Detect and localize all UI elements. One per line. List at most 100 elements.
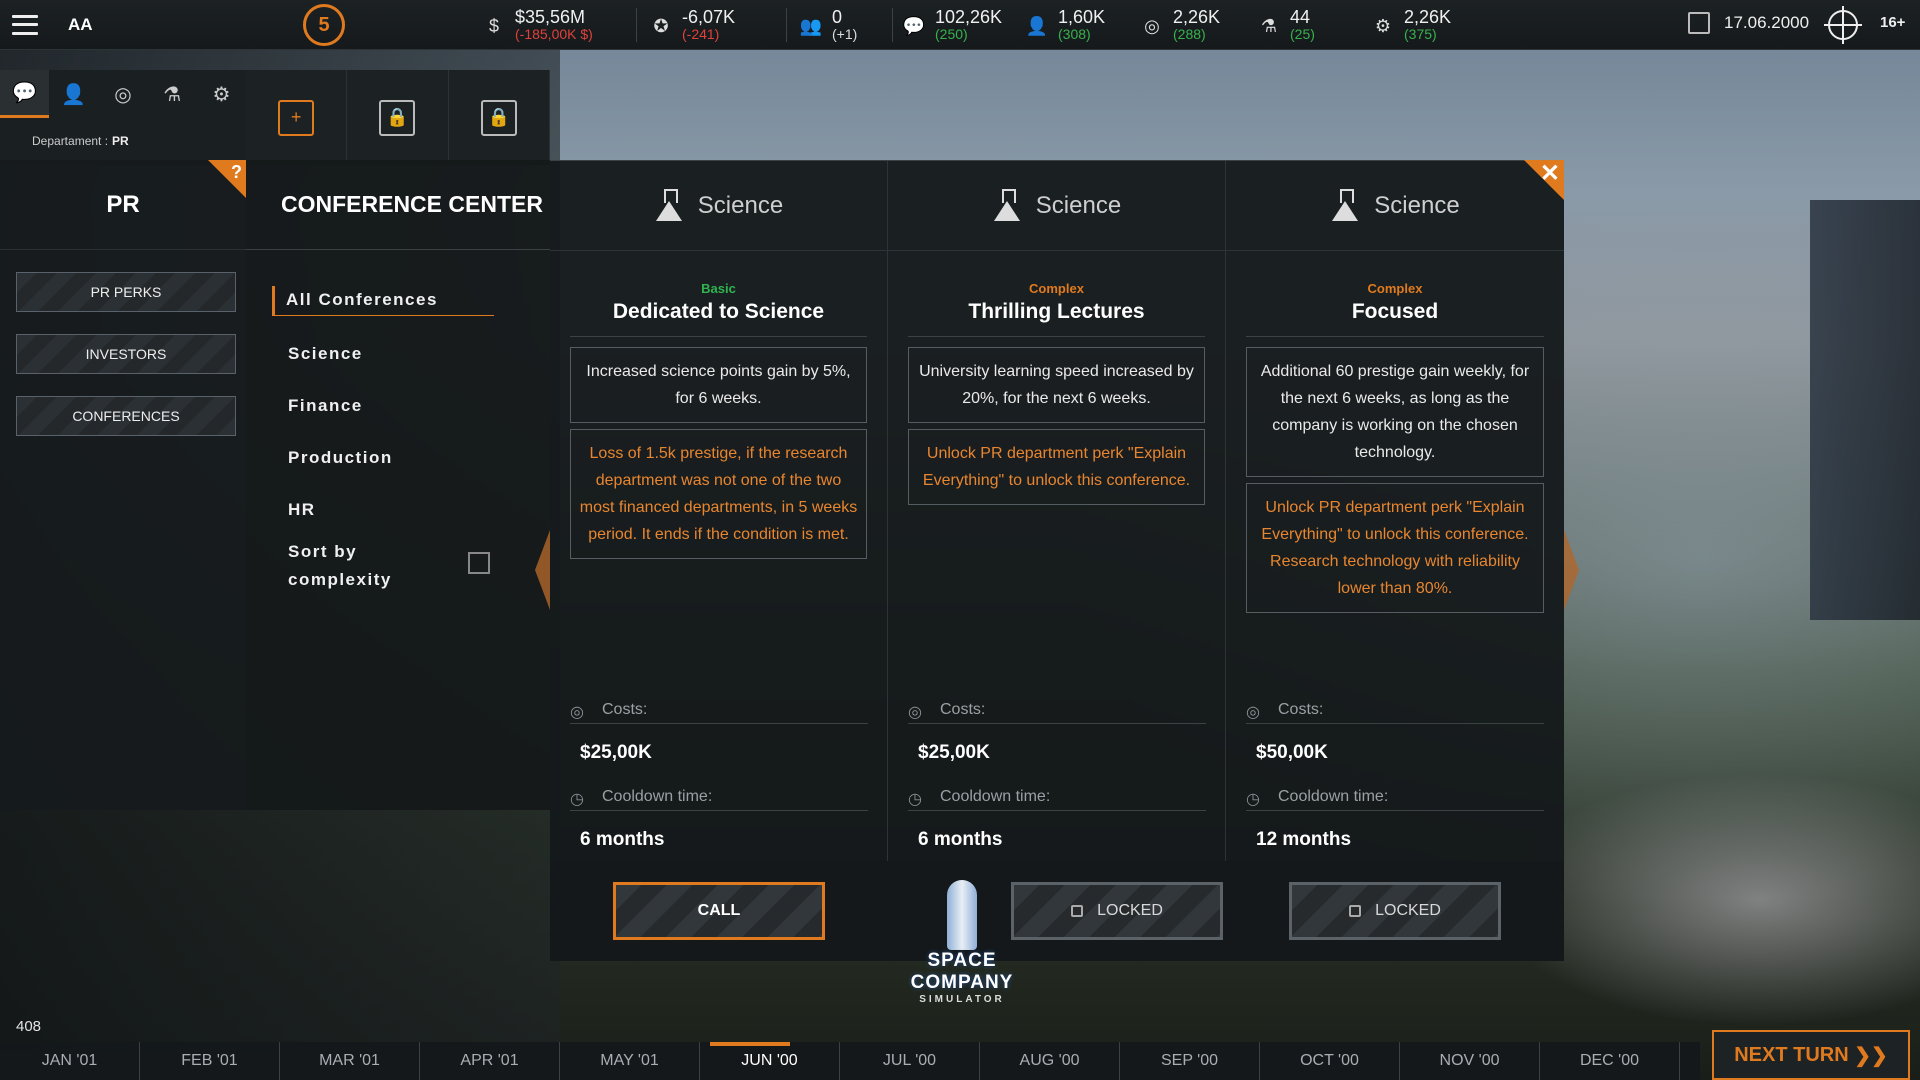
next-turn-button[interactable]: NEXT TURN ❯❯	[1712, 1030, 1910, 1080]
workers-icon: 👥	[799, 15, 823, 36]
nav-science[interactable]: Science	[288, 344, 363, 363]
prestige-icon: ✪	[653, 15, 669, 36]
stat-production[interactable]: ⚙ 2,26K(375)	[1372, 6, 1451, 46]
month-item[interactable]: OCT '00	[1260, 1042, 1400, 1080]
card-title: Thrilling Lectures	[908, 300, 1205, 337]
card-category: Science	[1374, 191, 1460, 219]
lock-icon	[1349, 905, 1362, 917]
production-department-icon[interactable]: ⚙	[212, 83, 231, 106]
separator	[892, 8, 893, 42]
finance-icon: ◎	[1144, 15, 1160, 36]
card-title: Focused	[1246, 300, 1544, 337]
stat-finance[interactable]: ◎ 2,26K(288)	[1141, 6, 1220, 46]
locked-button[interactable]: LOCKED	[1289, 882, 1501, 940]
card-benefit: University learning speed increased by 2…	[908, 347, 1205, 423]
nav-all-conferences[interactable]: All Conferences	[272, 286, 494, 316]
stat-delta: (-241)	[682, 26, 720, 42]
logo-subtitle: SIMULATOR	[919, 994, 1005, 1005]
cooldown-value: 6 months	[918, 829, 1003, 850]
flask-icon	[992, 188, 1022, 223]
card-requirement: Loss of 1.5k prestige, if the research d…	[570, 429, 867, 559]
month-item[interactable]: SEP '00	[1120, 1042, 1260, 1080]
tab-conference[interactable]: +	[246, 70, 348, 165]
month-item[interactable]: FEB '01	[140, 1042, 280, 1080]
month-timeline: JAN '01 FEB '01 MAR '01 APR '01 MAY '01 …	[0, 1042, 1700, 1080]
stat-money[interactable]: $ $35,56M(-185,00K $)	[483, 6, 593, 46]
nav-production[interactable]: Production	[288, 448, 393, 467]
game-speed[interactable]: 16+	[1880, 14, 1906, 31]
hr-department-icon[interactable]: 👤	[61, 83, 87, 106]
cooldown-value: 6 months	[580, 829, 665, 850]
target-icon[interactable]	[1824, 6, 1862, 44]
conference-nav: CONFERENCE CENTER All Conferences Scienc…	[246, 160, 550, 810]
stat-value: 0	[832, 7, 843, 27]
conference-center-title: CONFERENCE CENTER	[246, 160, 550, 250]
stat-value: 44	[1290, 7, 1311, 27]
sub-tabs: + 🔒 🔒	[246, 70, 550, 165]
menu-icon[interactable]	[12, 12, 38, 38]
stat-prestige[interactable]: ✪ -6,07K(-241)	[650, 6, 735, 46]
coin-icon: ◎	[908, 704, 922, 721]
locked-button[interactable]: LOCKED	[1011, 882, 1223, 940]
help-icon[interactable]: ?	[231, 162, 242, 182]
month-item[interactable]: DEC '00	[1540, 1042, 1680, 1080]
separator	[786, 8, 787, 42]
month-item[interactable]: JAN '01	[0, 1042, 140, 1080]
hr-icon: 👤	[1025, 15, 1049, 36]
nav-finance[interactable]: Finance	[288, 396, 363, 415]
stat-value: -6,07K	[682, 7, 736, 27]
month-item[interactable]: APR '01	[420, 1042, 560, 1080]
tab-locked-2[interactable]: 🔒	[449, 70, 550, 165]
cost-value: $25,00K	[918, 742, 990, 763]
help-corner[interactable]	[208, 160, 246, 198]
conferences-button[interactable]: CONFERENCES	[16, 396, 236, 436]
money-icon: $	[488, 15, 499, 36]
sort-label: Sort by complexity	[288, 542, 392, 589]
next-page-arrow[interactable]	[1564, 530, 1579, 610]
date-display[interactable]: 17.06.2000	[1688, 12, 1809, 34]
stat-value: 102,26K	[935, 7, 1003, 27]
month-item[interactable]: NOV '00	[1400, 1042, 1540, 1080]
turn-counter: 408	[16, 1018, 42, 1035]
flask-icon	[654, 188, 684, 223]
stat-workers[interactable]: 👥 0(+1)	[799, 6, 858, 46]
month-item[interactable]: MAY '01	[560, 1042, 700, 1080]
stat-science[interactable]: ⚗ 44(25)	[1258, 6, 1315, 46]
close-icon[interactable]: ✕	[1539, 160, 1560, 187]
month-item[interactable]: JUL '00	[840, 1042, 980, 1080]
game-logo: SPACE COMPANY SIMULATOR	[882, 880, 1042, 1020]
coin-icon: ◎	[570, 704, 584, 721]
card-benefit: Additional 60 prestige gain weekly, for …	[1246, 347, 1544, 477]
card-requirement: Unlock PR department perk "Explain Every…	[908, 429, 1205, 505]
rank-badge[interactable]: 5	[303, 4, 345, 46]
month-item[interactable]: MAR '01	[280, 1042, 420, 1080]
pr-title: PR	[0, 160, 246, 250]
prev-page-arrow[interactable]	[535, 530, 550, 610]
science-department-icon[interactable]: ⚗	[163, 83, 182, 106]
close-corner[interactable]: ✕	[1524, 160, 1564, 200]
stat-hr[interactable]: 👤 1,60K(308)	[1026, 6, 1105, 46]
card-category: Science	[697, 191, 784, 219]
department-label: Departament :PR	[32, 134, 129, 148]
sort-checkbox[interactable]	[468, 552, 490, 574]
add-person-icon: +	[278, 99, 315, 136]
call-button[interactable]: CALL	[613, 882, 825, 940]
stat-delta: (308)	[1058, 26, 1091, 42]
month-item-current[interactable]: JUN '00	[700, 1042, 840, 1080]
finance-department-icon[interactable]: ◎	[114, 83, 132, 106]
investors-button[interactable]: INVESTORS	[16, 334, 236, 374]
logo-title: SPACE COMPANY	[910, 950, 1014, 993]
card-category: Science	[1035, 191, 1122, 219]
nav-hr[interactable]: HR	[288, 500, 316, 519]
cooldown-label: ◷Cooldown time:	[908, 788, 1206, 811]
cost-value: $50,00K	[1256, 742, 1328, 763]
pr-department-icon[interactable]: 💬	[0, 70, 50, 118]
card-level: Basic	[701, 281, 736, 296]
background-building	[1810, 200, 1920, 620]
tab-locked-1[interactable]: 🔒	[347, 70, 449, 165]
card-benefit: Increased science points gain by 5%, for…	[570, 347, 867, 423]
pr-perks-button[interactable]: PR PERKS	[16, 272, 236, 312]
month-item[interactable]: AUG '00	[980, 1042, 1120, 1080]
conference-card: Science Complex Thrilling Lectures Unive…	[888, 161, 1226, 961]
stat-pr[interactable]: 💬 102,26K(250)	[903, 6, 1002, 46]
